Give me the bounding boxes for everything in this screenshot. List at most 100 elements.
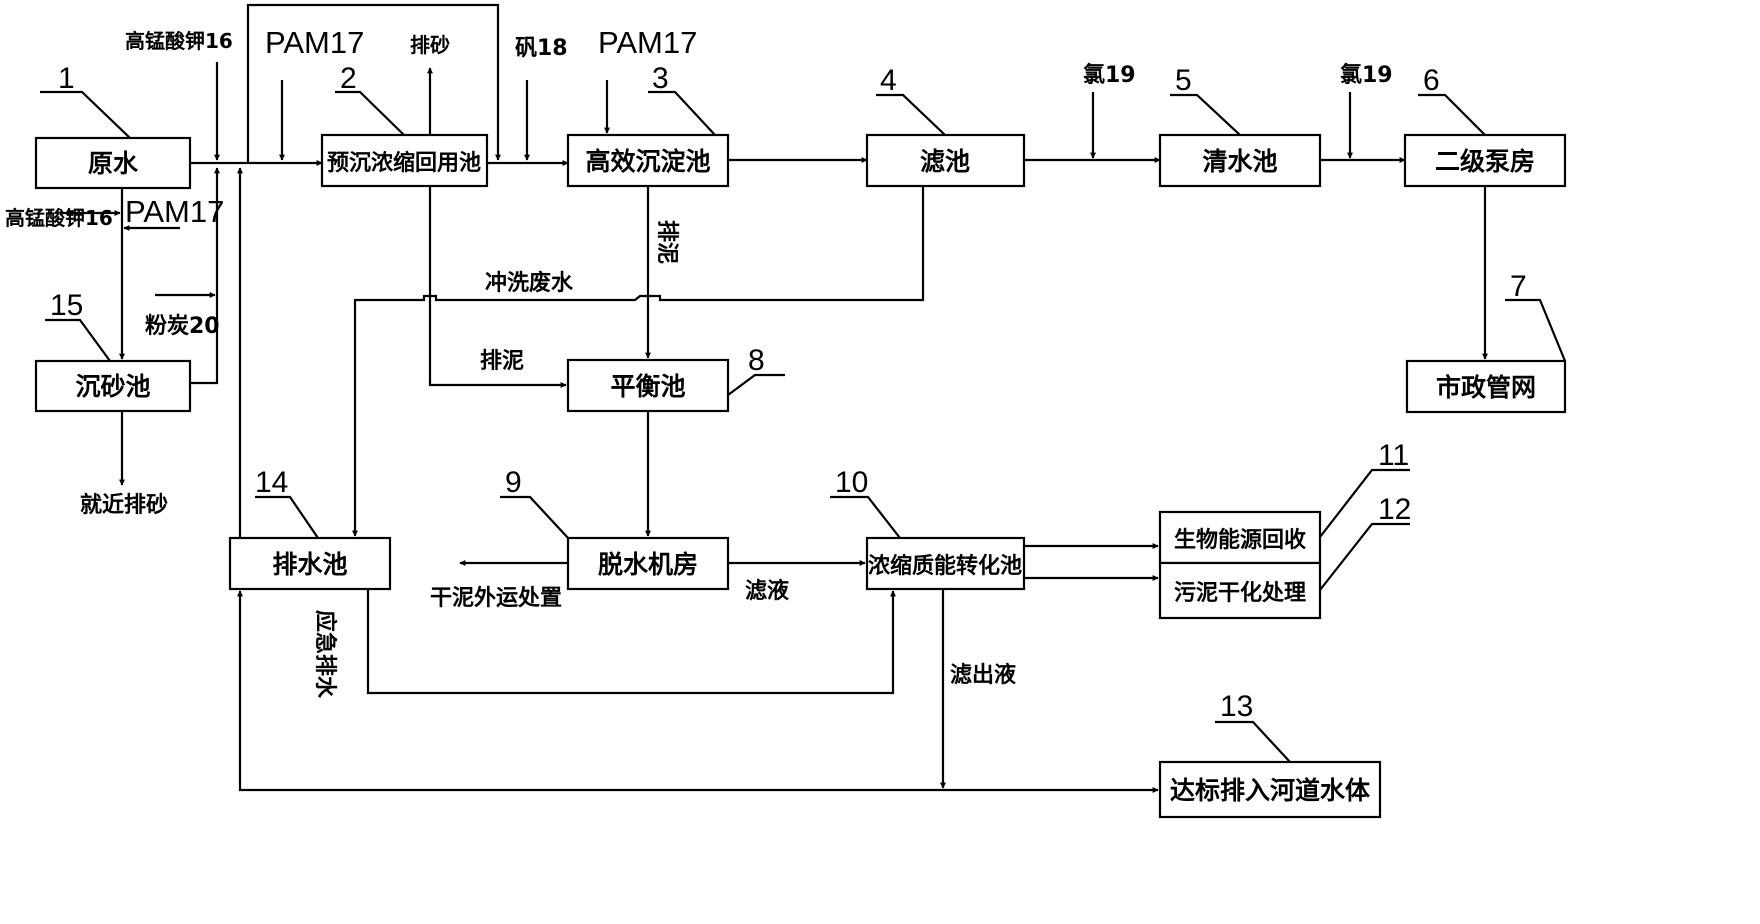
box-grit-chamber: 沉砂池: [34, 359, 192, 413]
svg-text:5: 5: [1175, 64, 1192, 97]
leader-4: 4: [876, 64, 946, 136]
box-high-efficiency-sedimentation: 高效沉淀池: [566, 133, 730, 188]
powder-carbon-arrow: 粉炭20: [145, 292, 220, 339]
pam-top1-arrow: PAM17: [265, 25, 364, 161]
svg-text:粉炭20: 粉炭20: [145, 313, 220, 339]
svg-text:就近排砂: 就近排砂: [80, 492, 168, 518]
box-raw-water: 原水: [34, 136, 192, 190]
svg-text:二级泵房: 二级泵房: [1435, 147, 1535, 176]
leader-11: 11: [1319, 439, 1410, 538]
flow-bypass-loop: [246, 3, 501, 163]
flow-grit-to-junction: [190, 167, 220, 385]
kmno4-left-arrow: 高锰酸钾16: [5, 206, 180, 231]
svg-text:8: 8: [748, 344, 765, 377]
svg-text:1: 1: [58, 62, 75, 95]
box-drain-tank: 排水池: [228, 536, 392, 591]
svg-text:4: 4: [880, 64, 897, 97]
svg-text:2: 2: [340, 62, 357, 95]
flow-drain-to-concentration: 应急排水: [312, 589, 896, 699]
svg-text:排泥: 排泥: [654, 220, 679, 264]
box-filter: 滤池: [865, 133, 1026, 188]
svg-text:预沉浓缩回用池: 预沉浓缩回用池: [327, 150, 481, 176]
svg-text:浓缩质能转化池: 浓缩质能转化池: [868, 553, 1022, 579]
alum-arrow: 矾18: [515, 36, 568, 161]
svg-text:9: 9: [505, 466, 522, 499]
svg-text:10: 10: [835, 466, 868, 499]
svg-text:3: 3: [652, 62, 669, 95]
svg-text:滤液: 滤液: [745, 578, 789, 604]
box-river-discharge: 达标排入河道水体: [1158, 760, 1382, 819]
leader-9: 9: [500, 466, 569, 539]
flow-filter-to-drain: 冲洗废水: [352, 186, 925, 537]
pam-top2-arrow: PAM17: [598, 25, 697, 134]
svg-text:排泥: 排泥: [480, 349, 524, 374]
svg-text:污泥干化处理: 污泥干化处理: [1174, 580, 1306, 606]
leader-13: 13: [1215, 690, 1291, 763]
flow-high-to-balance: 排泥: [645, 186, 679, 359]
leader-2: 2: [335, 62, 405, 136]
svg-text:12: 12: [1378, 493, 1411, 526]
chlorine1-arrow: 氯19: [1083, 62, 1136, 159]
flow-dewater-to-concentration: 滤液: [728, 560, 866, 604]
svg-text:干泥外运处置: 干泥外运处置: [430, 585, 562, 611]
svg-text:达标排入河道水体: 达标排入河道水体: [1170, 776, 1371, 805]
leader-14: 14: [255, 466, 319, 539]
svg-text:14: 14: [255, 466, 288, 499]
svg-text:排水池: 排水池: [272, 550, 347, 579]
svg-text:沉砂池: 沉砂池: [75, 372, 150, 401]
box-secondary-pump: 二级泵房: [1403, 133, 1567, 188]
box-pre-sedimentation: 预沉浓缩回用池: [320, 133, 489, 188]
box-bio-energy: 生物能源回收: [1158, 510, 1322, 565]
kmno4-top-arrow: 高锰酸钾16: [125, 29, 233, 161]
svg-text:PAM17: PAM17: [598, 25, 697, 60]
box-concentration-tank: 浓缩质能转化池: [865, 536, 1026, 591]
flow-grit-to-sand: 就近排砂: [80, 411, 168, 518]
leader-15: 15: [45, 289, 111, 362]
leader-8: 8: [727, 344, 785, 396]
leader-12: 12: [1319, 493, 1411, 591]
svg-text:滤池: 滤池: [920, 147, 970, 176]
svg-text:15: 15: [50, 289, 83, 322]
leader-1: 1: [40, 62, 131, 139]
svg-text:清水池: 清水池: [1202, 147, 1277, 176]
svg-text:滤出液: 滤出液: [950, 662, 1016, 688]
svg-text:PAM17: PAM17: [265, 25, 364, 60]
leader-3: 3: [648, 62, 716, 136]
chlorine2-arrow: 氯19: [1340, 62, 1393, 159]
svg-text:矾18: 矾18: [515, 36, 568, 61]
svg-text:排砂: 排砂: [410, 33, 450, 57]
flow-concentration-down: 滤出液: [940, 589, 1016, 789]
svg-text:高效沉淀池: 高效沉淀池: [585, 147, 710, 176]
flow-dewater-to-dry-sludge: 干泥外运处置: [430, 560, 568, 611]
svg-text:冲洗废水: 冲洗废水: [485, 270, 574, 296]
svg-text:市政管网: 市政管网: [1436, 373, 1536, 402]
svg-text:氯19: 氯19: [1340, 62, 1393, 88]
box-municipal-network: 市政管网: [1405, 359, 1567, 414]
svg-text:原水: 原水: [88, 149, 139, 178]
svg-text:氯19: 氯19: [1083, 62, 1136, 88]
box-balance-tank: 平衡池: [566, 358, 730, 413]
sand-discharge-top-arrow: 排砂: [410, 33, 450, 135]
svg-text:13: 13: [1220, 690, 1253, 723]
leader-5: 5: [1170, 64, 1241, 136]
box-clear-water: 清水池: [1158, 133, 1322, 188]
leader-7: 7: [1505, 270, 1567, 362]
svg-text:6: 6: [1423, 64, 1440, 97]
leader-10: 10: [830, 466, 901, 539]
svg-text:应急排水: 应急排水: [312, 610, 338, 699]
svg-text:平衡池: 平衡池: [610, 372, 685, 401]
pam-left-arrow: PAM17: [60, 194, 224, 229]
leader-6: 6: [1418, 64, 1486, 136]
svg-text:高锰酸钾16: 高锰酸钾16: [5, 206, 113, 230]
flow-bottom-return: [237, 590, 1159, 793]
svg-text:11: 11: [1378, 439, 1409, 472]
svg-text:生物能源回收: 生物能源回收: [1174, 527, 1306, 553]
box-sludge-drying: 污泥干化处理: [1158, 561, 1322, 620]
svg-text:7: 7: [1510, 270, 1527, 303]
flow-pre-to-balance: 排泥: [428, 186, 567, 388]
svg-text:高锰酸钾16: 高锰酸钾16: [125, 29, 233, 53]
svg-text:脱水机房: 脱水机房: [598, 550, 698, 579]
box-dewatering-room: 脱水机房: [566, 536, 730, 591]
svg-text:PAM17: PAM17: [125, 194, 224, 229]
